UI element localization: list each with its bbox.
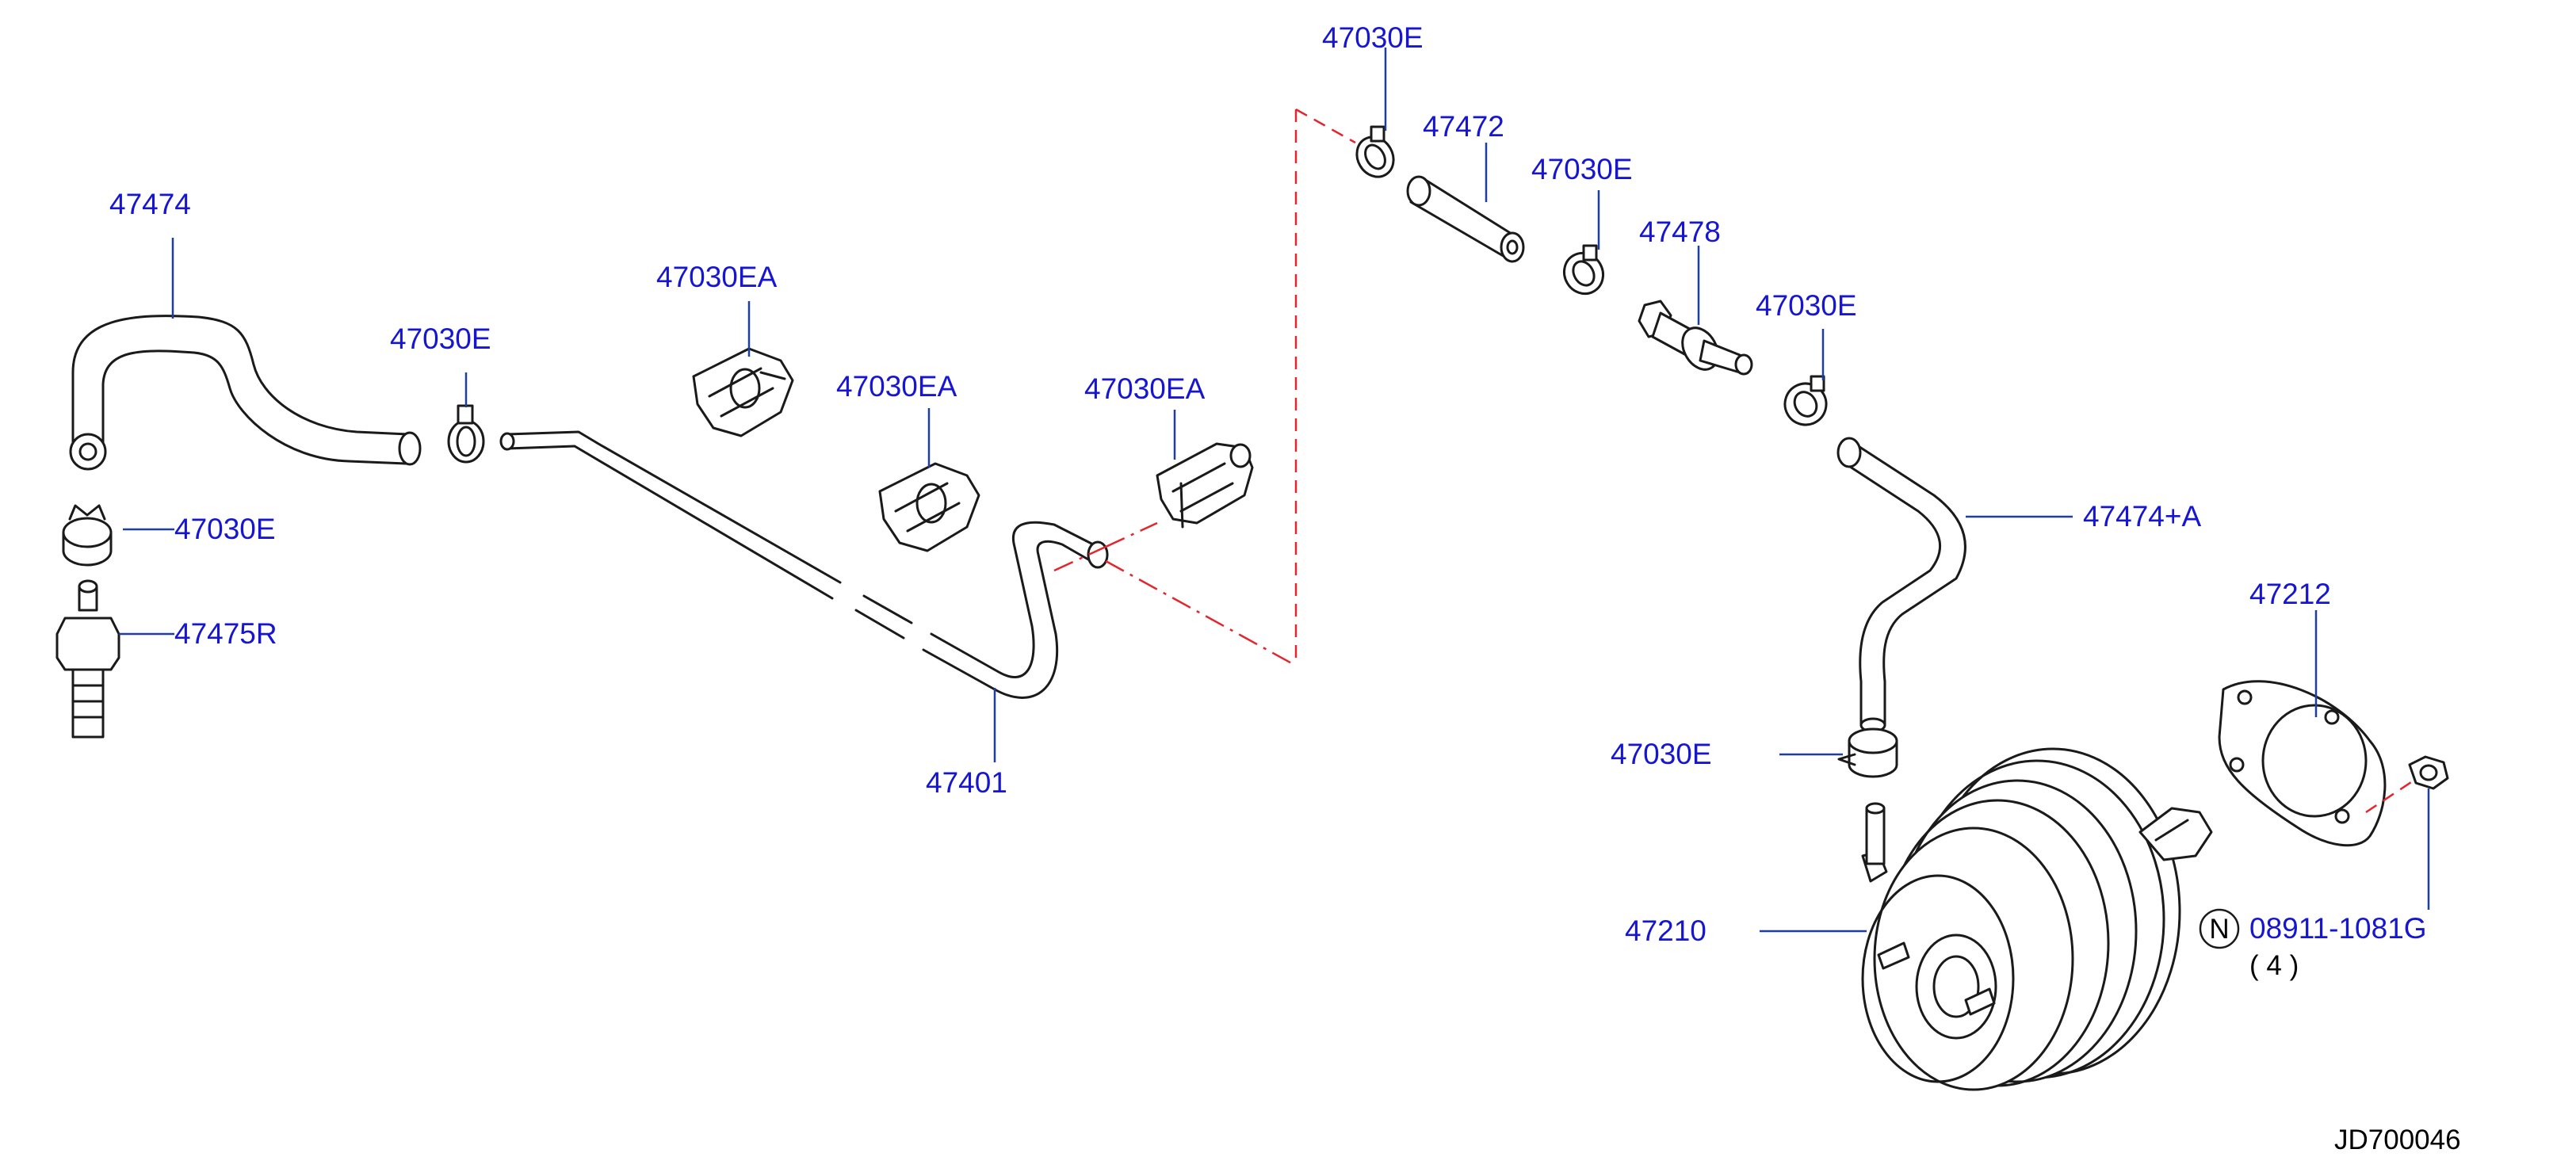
label-47030e-booster: 47030E (1611, 738, 1712, 770)
clamp-47030e-booster (1837, 727, 1898, 778)
label-47030ea-2: 47030EA (836, 370, 957, 403)
label-47030e-top: 47030E (1322, 21, 1424, 54)
clamp-47030e-top (1355, 125, 1395, 178)
nut-symbol: N (2209, 914, 2229, 945)
leader-lines (119, 48, 2430, 933)
clip-47030ea-1 (692, 347, 794, 437)
nut-symbol-circle (2199, 908, 2240, 949)
label-47474-a: 47474+A (2083, 500, 2201, 533)
hose-47472 (1406, 175, 1525, 263)
nut-08911-1081g (2408, 755, 2449, 790)
booster-47210 (1861, 747, 2213, 1091)
label-47472: 47472 (1423, 110, 1504, 143)
check-valve-47478 (1638, 300, 1753, 376)
clamp-47030e-left-bottom (62, 504, 113, 567)
label-47478: 47478 (1639, 216, 1721, 248)
label-47212: 47212 (2249, 578, 2331, 610)
clamp-47030e-mid (1562, 244, 1605, 296)
clip-47030ea-2 (878, 462, 980, 552)
clamp-47030e-right (1783, 375, 1828, 426)
gasket-47212 (2218, 680, 2387, 847)
label-47030ea-3: 47030EA (1084, 372, 1206, 405)
label-47210: 47210 (1625, 914, 1707, 947)
hose-47474-a (1836, 437, 1966, 733)
label-47030e-mid: 47030E (1531, 153, 1633, 185)
label-47474: 47474 (109, 188, 191, 220)
diagram-reference-code: JD700046 (2334, 1124, 2461, 1155)
label-47401: 47401 (926, 766, 1007, 799)
label-47030e-left-top: 47030E (390, 323, 491, 355)
label-47030e-left-bottom: 47030E (174, 513, 276, 545)
label-47030e-right: 47030E (1756, 289, 1857, 322)
part-labels: 47474 47030E 47030EA 47030EA 47030EA 470… (109, 21, 2427, 981)
tube-47401 (499, 430, 1109, 699)
label-08911-1081g: 08911-1081G (2249, 912, 2427, 945)
label-nut-qty: ( 4 ) (2249, 950, 2299, 981)
valve-47475r (55, 579, 120, 739)
label-47030ea-1: 47030EA (656, 261, 778, 293)
connection-lines (1053, 108, 2414, 814)
clamp-47030e-left-top (447, 404, 485, 464)
label-47475r: 47475R (174, 617, 277, 650)
hose-47474 (69, 315, 422, 471)
clip-47030ea-3 (1156, 442, 1254, 529)
